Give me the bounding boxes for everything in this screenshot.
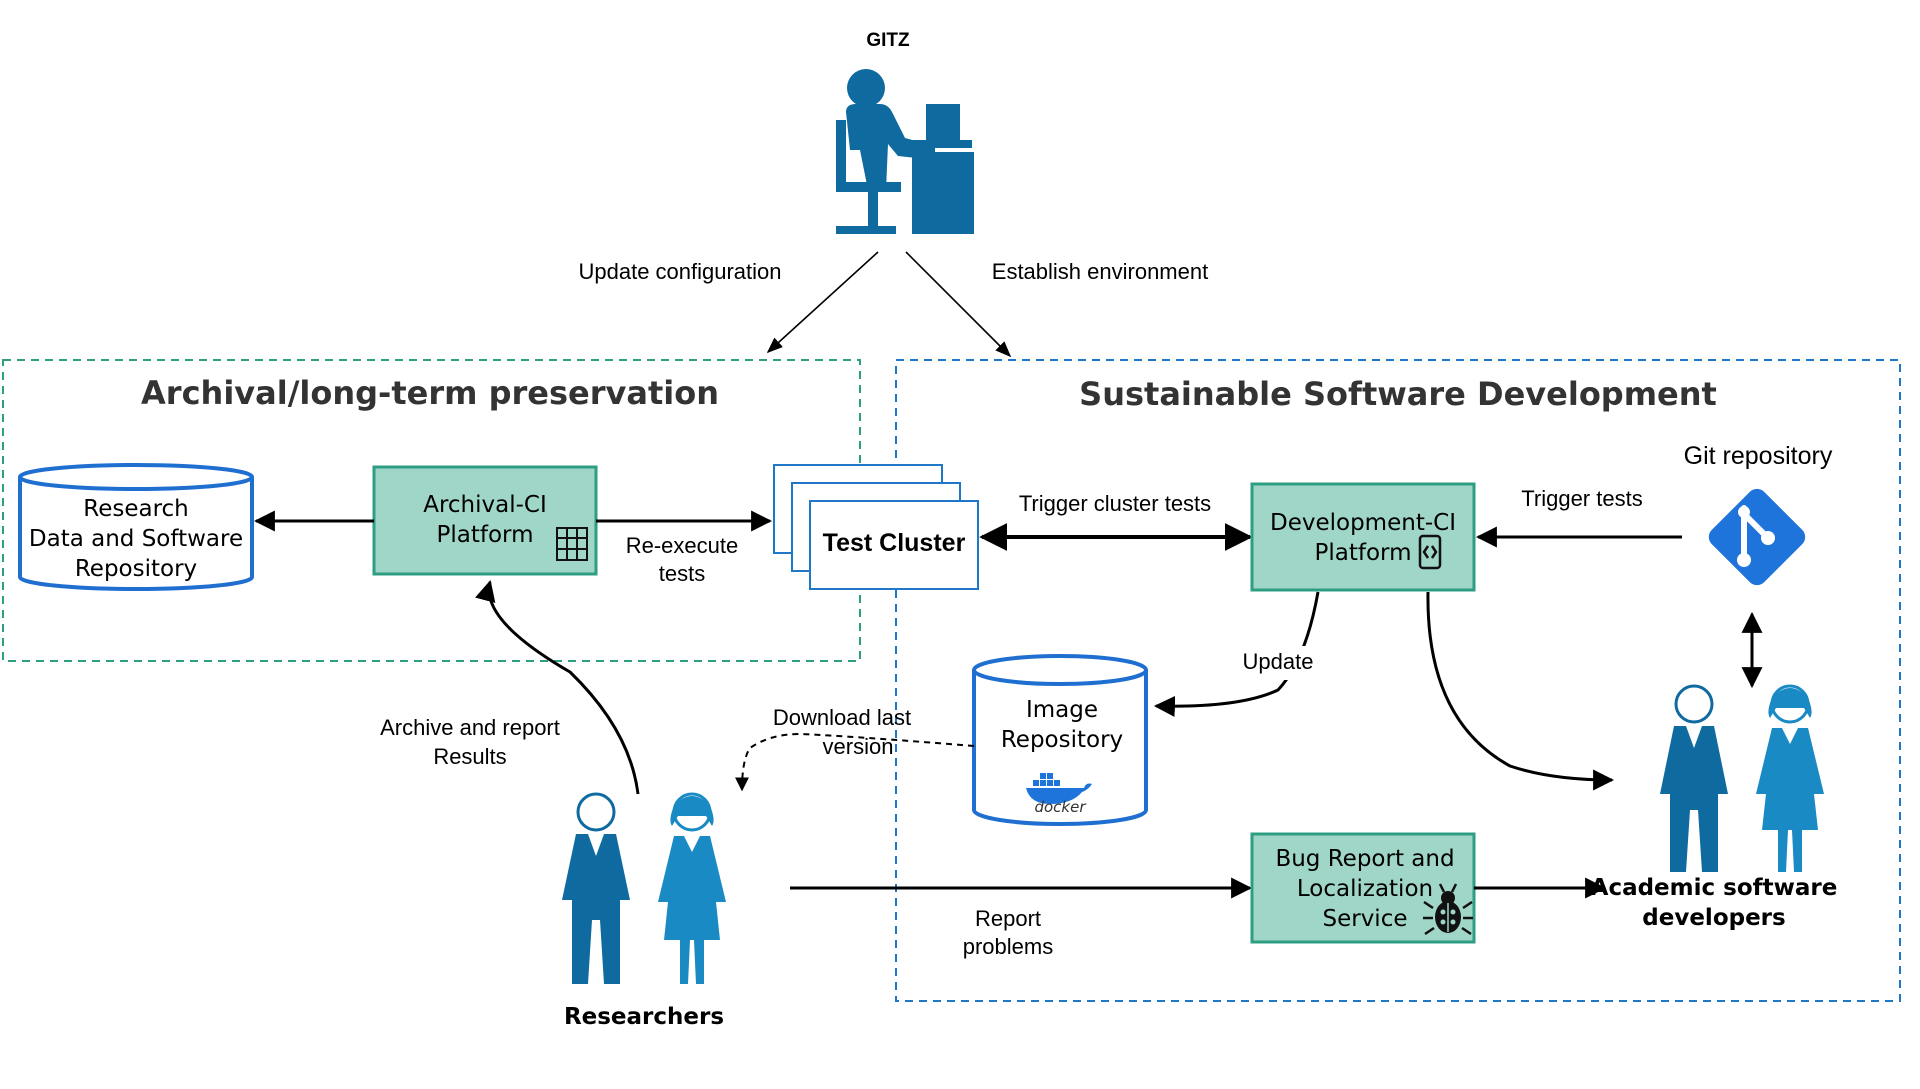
research-repository: Research Data and Software Repository: [18, 463, 254, 591]
edge-download-last-version: [735, 732, 975, 792]
docker-whale-icon: [1026, 773, 1092, 804]
label-establish-environment: Establish environment: [992, 259, 1208, 284]
bug-report-line3: Service: [1322, 906, 1407, 932]
label-reexecute-2: tests: [659, 561, 705, 586]
test-cluster-label: Test Cluster: [823, 529, 966, 557]
label-download-2: version: [823, 734, 894, 759]
edge-archive-and-report: [475, 579, 640, 795]
git-repository-label: Git repository: [1684, 442, 1833, 470]
man-icon: [562, 792, 630, 984]
group-archival: [2, 359, 861, 662]
mobile-code-icon: [1418, 534, 1442, 570]
archival-ci-line2: Platform: [437, 522, 534, 548]
image-repository: Image Repository docker: [972, 654, 1148, 826]
academic-devs-line1: Academic software: [1591, 875, 1838, 901]
server-rack-icon: [556, 527, 588, 561]
docker-logo-text: docker: [1034, 798, 1086, 816]
academic-developers-group: Academic software developers: [1591, 684, 1838, 931]
git-logo-icon: [1708, 488, 1806, 586]
image-repo-line1: Image: [1026, 697, 1098, 723]
label-trigger-cluster-tests: Trigger cluster tests: [1019, 491, 1211, 516]
label-trigger-tests: Trigger tests: [1521, 486, 1642, 511]
bug-report-service: Bug Report and Localization Service: [1250, 832, 1476, 944]
research-repo-line3: Repository: [75, 556, 197, 582]
edge-update-image: [1153, 591, 1320, 717]
development-ci-platform: Development-CI Platform: [1250, 482, 1476, 592]
archival-ci-platform: Archival-CI Platform: [372, 465, 598, 576]
edge-establish-environment: [905, 251, 1012, 358]
group-development: [895, 359, 1901, 1002]
label-download-1: Download last: [773, 705, 911, 730]
gitz-label: GITZ: [866, 30, 910, 51]
group-development-title: Sustainable Software Development: [1079, 375, 1717, 413]
label-report-2: problems: [963, 934, 1053, 959]
git-repository: Git repository: [1684, 442, 1833, 586]
label-update-configuration: Update configuration: [578, 259, 781, 284]
researchers-label: Researchers: [564, 1004, 724, 1030]
archival-ci-line1: Archival-CI: [423, 492, 547, 518]
label-update: Update: [1243, 649, 1314, 674]
label-report-1: Report: [975, 906, 1041, 931]
edge-dev-ci-to-developers: [1426, 591, 1615, 791]
label-reexecute-1: Re-execute: [626, 533, 739, 558]
academic-devs-line2: developers: [1642, 905, 1785, 931]
gitz-actor: GITZ: [836, 30, 974, 234]
worker-at-computer-icon: [836, 69, 974, 234]
bug-report-line1: Bug Report and: [1275, 846, 1454, 872]
label-archive-1: Archive and report: [380, 715, 560, 740]
bug-icon: [1423, 883, 1473, 936]
label-archive-2: Results: [433, 744, 506, 769]
label-update-backdrop: [1232, 646, 1324, 680]
research-repo-line1: Research: [83, 496, 189, 522]
edge-update-configuration: [766, 251, 879, 354]
image-repo-line2: Repository: [1001, 727, 1123, 753]
man-icon: [1660, 684, 1728, 872]
bug-report-line2: Localization: [1297, 876, 1433, 902]
development-ci-line1: Development-CI: [1270, 510, 1456, 536]
woman-icon: [658, 792, 726, 984]
test-cluster: Test Cluster: [773, 464, 979, 590]
development-ci-line2: Platform: [1315, 540, 1412, 566]
researchers-group: Researchers: [562, 792, 726, 1030]
woman-icon: [1756, 684, 1824, 872]
group-archival-title: Archival/long-term preservation: [141, 374, 719, 412]
research-repo-line2: Data and Software: [29, 526, 243, 552]
